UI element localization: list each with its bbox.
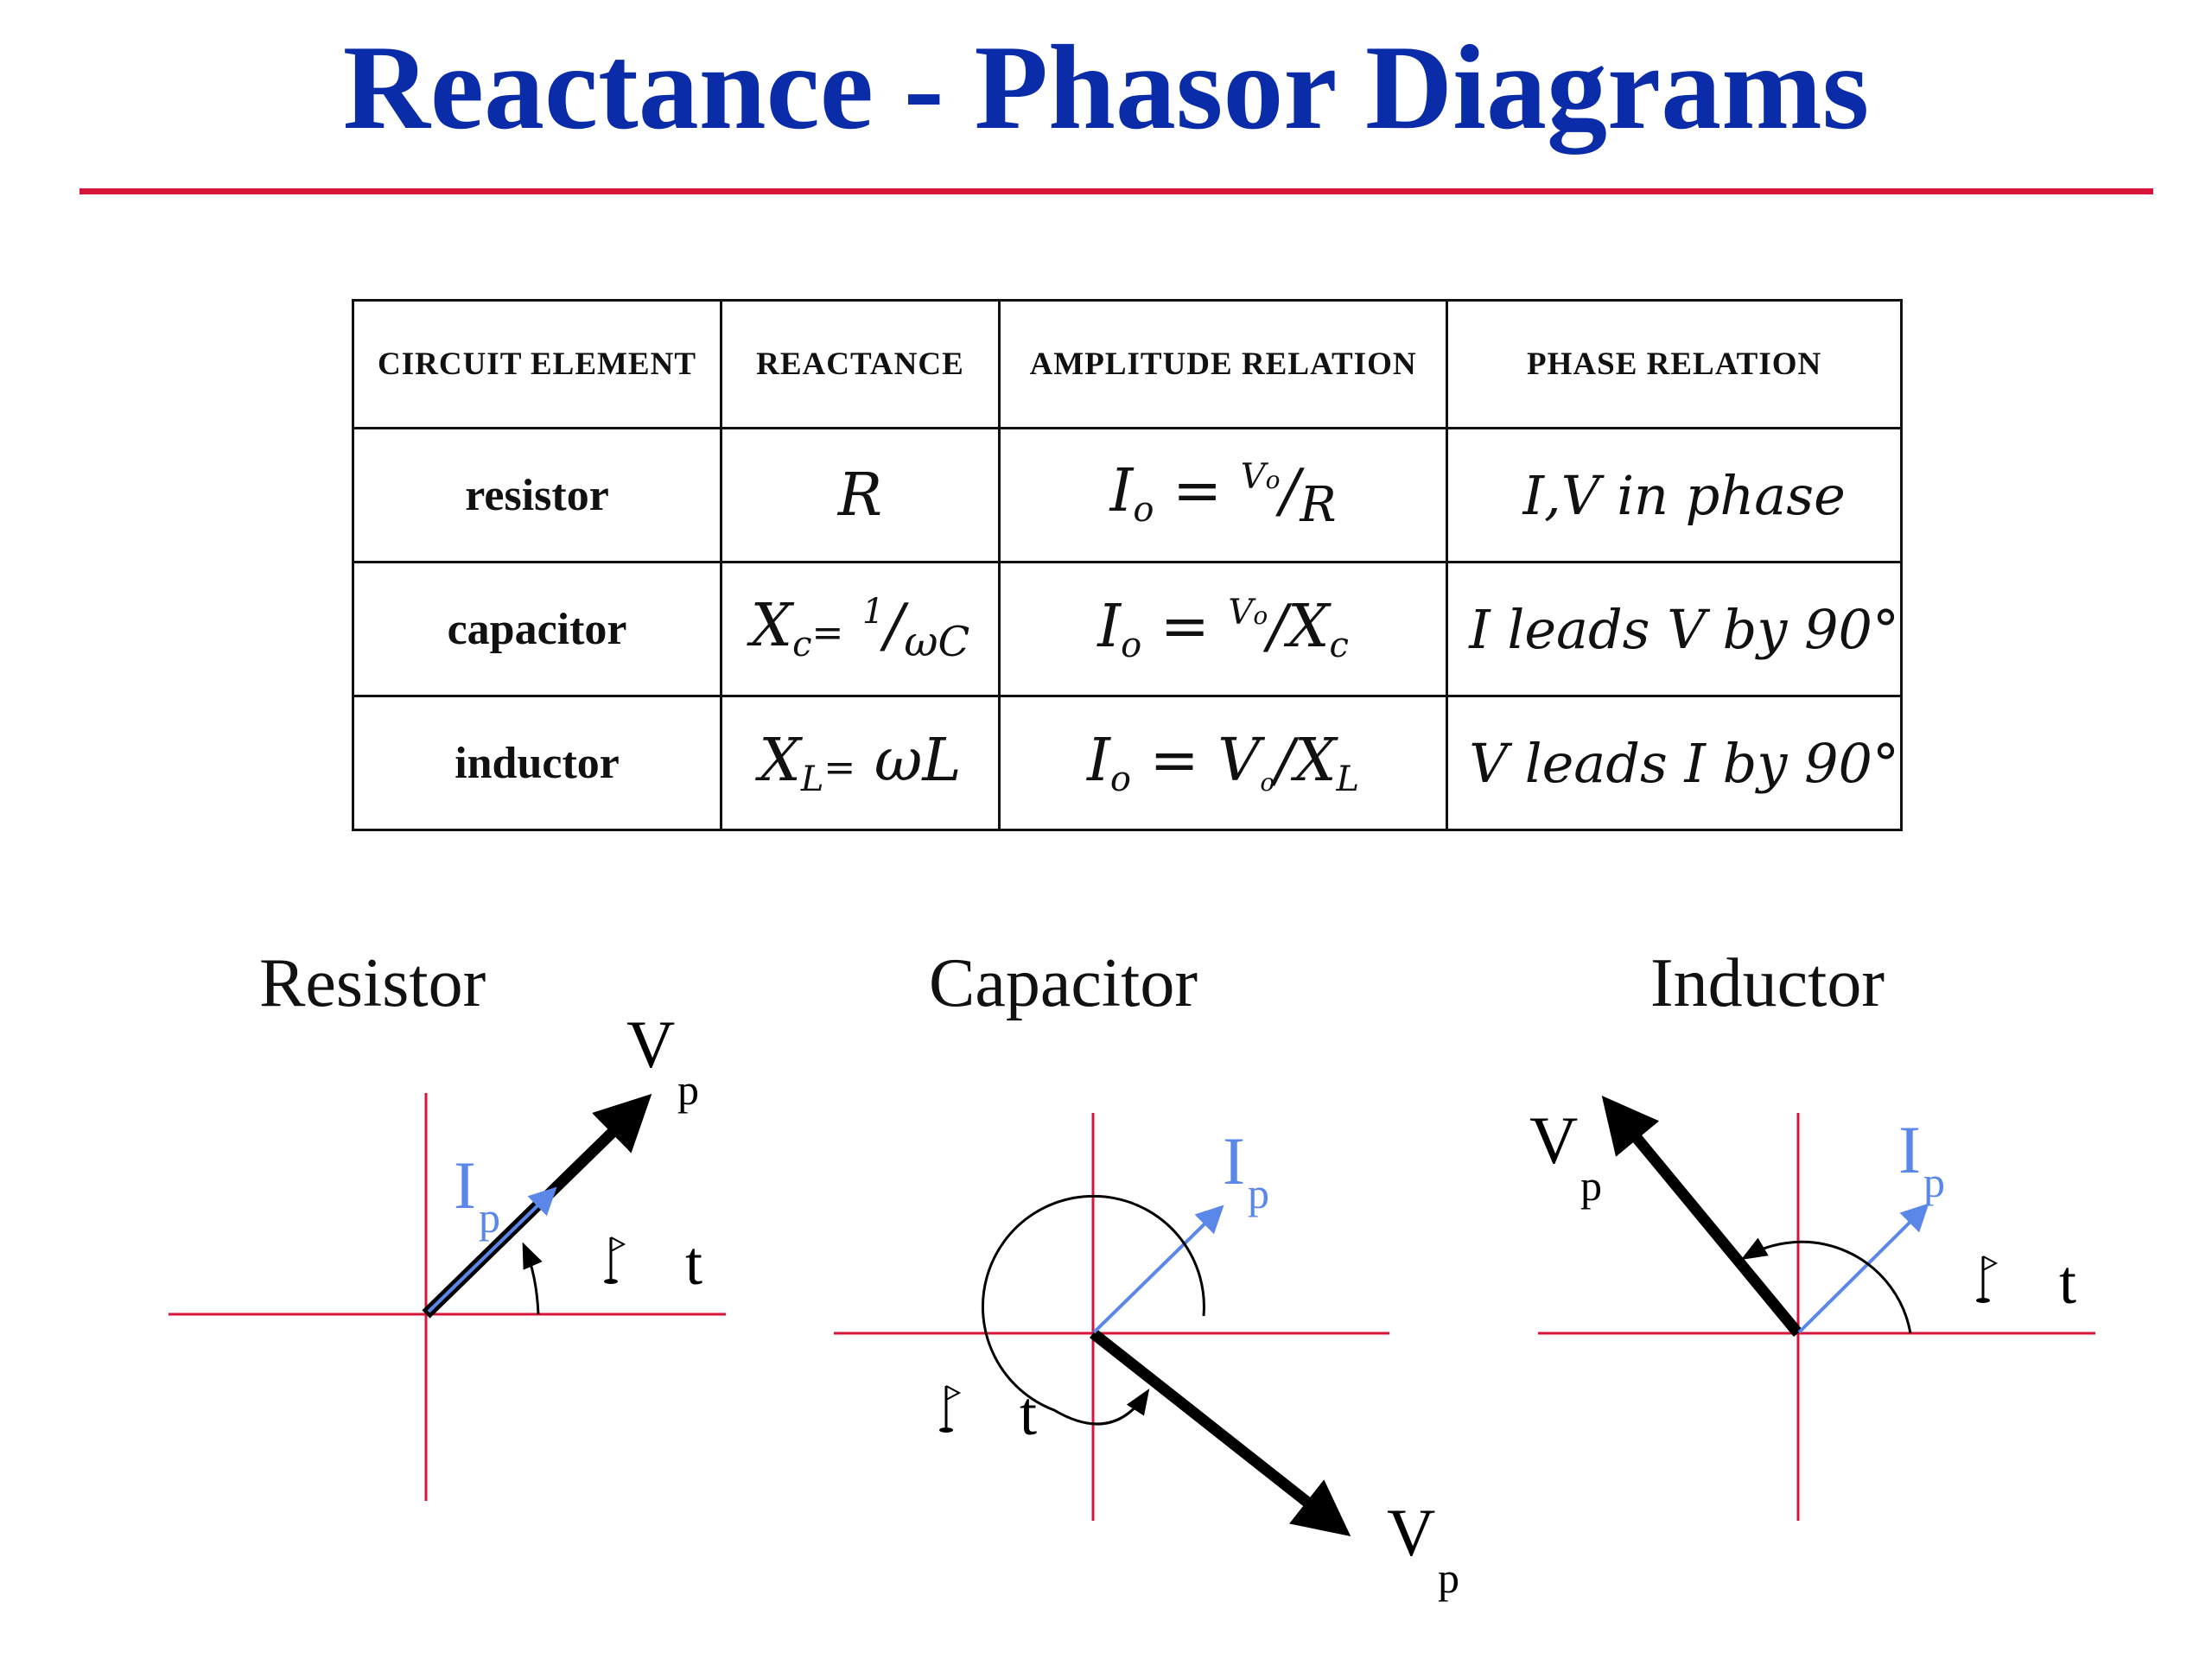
resistor-i-label: I [454,1147,476,1223]
capacitor-rotation-arrow [981,1194,1205,1426]
resistor-current-phasor [427,1186,557,1313]
cell-amplitude: Io = Vo/R [997,427,1449,563]
cell-element: inductor [351,695,723,831]
cell-reactance: Xc= 1/ωC [720,561,1001,697]
inductor-flag-icon [1976,1255,1999,1303]
amp-num-sub: o [1260,768,1275,797]
capacitor-flag-icon [939,1385,962,1433]
resistor-rotation-arrow [522,1242,543,1315]
cell-phase: V leads I by 90° [1446,695,1903,831]
cell-amplitude: Io = Vo/Xc [997,561,1449,697]
capacitor-diagram-title: Capacitor [929,945,1198,1021]
reactance-den: ωC [904,618,970,666]
page-title: Reactance - Phasor Diagrams [342,21,1870,155]
amp-num: V [1228,593,1254,632]
cell-reactance: XL= ωL [720,695,1001,831]
cell-reactance: R [720,427,1001,563]
inductor-diagram-title: Inductor [1650,945,1885,1021]
amp-den-sub: L [1336,760,1360,799]
resistor-i-sub: p [479,1193,500,1242]
amp-eq: = [1149,727,1199,795]
amp-num-sub: o [1265,466,1281,494]
reactance-sub: c [792,625,812,664]
reactance-table: CIRCUIT ELEMENT REACTANCE AMPLITUDE RELA… [351,299,1903,831]
cell-amplitude: Io = Vo/XL [997,695,1449,831]
header-phase-relation: PHASE RELATION [1446,299,1903,429]
capacitor-i-sub: p [1248,1169,1269,1217]
reactance-rhs: ωL [874,727,962,795]
resistor-t-label: t [685,1229,702,1298]
resistor-diagram-title: Resistor [259,945,486,1021]
amp-num: V [1240,457,1266,497]
amp-den-sub: c [1329,626,1349,665]
table-row-resistor: resistor R Io = Vo/R I,V in phase [351,427,1903,563]
cell-phase: I,V in phase [1446,427,1903,563]
amp-eq: = [1173,457,1223,525]
reactance-var: X [750,592,793,660]
amp-lhs: I [1097,593,1122,661]
cell-element: resistor [351,427,723,563]
reactance-eq: = [823,746,856,790]
capacitor-v-sub: p [1438,1554,1459,1602]
reactance-var: X [759,727,801,795]
header-circuit-element: CIRCUIT ELEMENT [351,299,723,429]
inductor-i-label: I [1898,1112,1921,1187]
header-amplitude-relation: AMPLITUDE RELATION [997,299,1449,429]
header-reactance: REACTANCE [720,299,1001,429]
inductor-t-label: t [2059,1248,2076,1317]
resistor-diagram: V p I p t [168,1007,726,1501]
inductor-rotation-arrow [1740,1237,1912,1334]
amp-lhs: I [1087,727,1110,795]
inductor-voltage-phasor [1601,1095,1803,1338]
amp-den: X [1294,727,1337,795]
amp-lhs: I [1109,457,1134,525]
capacitor-v-label: V [1387,1495,1435,1570]
amp-eq: = [1160,593,1210,661]
reactance-symbol: R [837,461,883,530]
resistor-flag-icon [604,1236,626,1284]
inductor-diagram: V p I p t [1529,1095,2095,1521]
inductor-current-phasor [1797,1203,1929,1334]
capacitor-diagram: V p I p t [834,1113,1459,1602]
inductor-v-sub: p [1580,1161,1602,1210]
amp-lhs-sub: o [1109,760,1131,799]
amp-den: X [1287,593,1330,661]
table-header-row: CIRCUIT ELEMENT REACTANCE AMPLITUDE RELA… [351,299,1903,429]
amp-num: V [1217,727,1261,795]
capacitor-t-label: t [1020,1379,1037,1448]
inductor-i-sub: p [1923,1158,1945,1206]
table-row-capacitor: capacitor Xc= 1/ωC Io = Vo/Xc I leads V … [351,561,1903,697]
reactance-num: 1 [862,592,885,632]
capacitor-voltage-phasor [1089,1328,1351,1537]
capacitor-i-label: I [1223,1123,1245,1198]
cell-phase: I leads V by 90° [1446,561,1903,697]
amp-den: R [1300,477,1337,533]
capacitor-current-phasor [1092,1205,1224,1334]
table-row-inductor: inductor XL= ωL Io = Vo/XL V leads I by … [351,695,1903,831]
amp-lhs-sub: o [1133,490,1154,530]
title-divider [79,188,2153,194]
inductor-v-label: V [1529,1103,1578,1178]
reactance-eq: = [811,611,844,655]
amp-num-sub: o [1253,601,1268,630]
cell-element: capacitor [351,561,723,697]
resistor-v-label: V [626,1007,675,1082]
amp-lhs-sub: o [1121,626,1142,665]
resistor-v-sub: p [677,1065,699,1114]
reactance-sub: L [800,760,824,799]
